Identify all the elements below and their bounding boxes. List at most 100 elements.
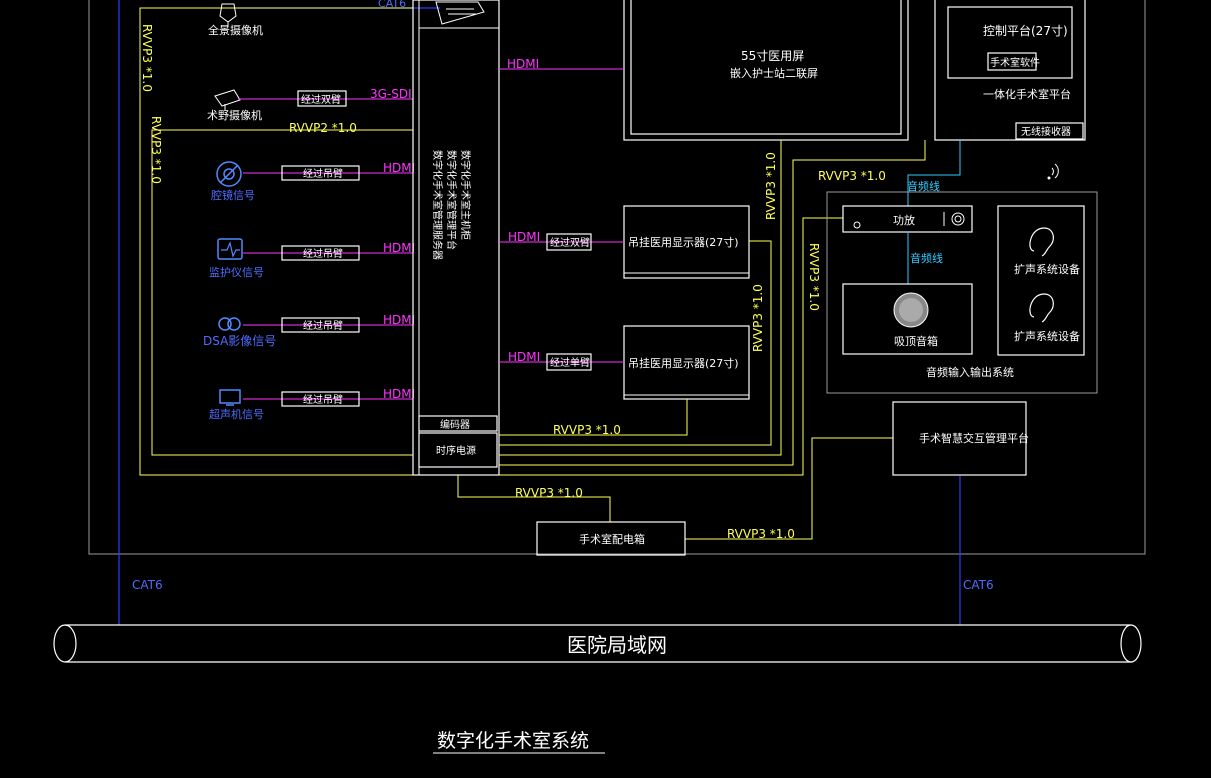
rvvp-label-audio: RVVP3 *1.0	[807, 243, 821, 311]
rvvp-screen55	[499, 140, 782, 456]
cat6-label-left: CAT6	[132, 578, 163, 592]
hdmi-label-hanging1: HDMI	[508, 230, 540, 244]
audio-system-label: 音频输入输出系统	[926, 365, 1014, 379]
hdmi-label-dsa: HDMI	[383, 313, 415, 327]
cat6-label-right: CAT6	[963, 578, 994, 592]
rvvp-label-hanging1: RVVP3 *1.0	[751, 284, 765, 352]
hanging-display-2-label: 吊挂医用显示器(27寸)	[628, 356, 739, 370]
rvvp-power-box	[457, 475, 611, 522]
hospital-lan-label: 医院局域网	[567, 633, 667, 657]
single-arm-box	[546, 353, 592, 371]
rvvp-label-hanging2: RVVP3 *1.0	[553, 423, 621, 437]
screen-55-inner	[630, 0, 902, 135]
rvvp-label-screen55: RVVP3 *1.0	[764, 152, 778, 220]
panorama-camera-icon	[219, 3, 237, 27]
hanging-display-1-label: 吊挂医用显示器(27寸)	[628, 235, 739, 249]
hdmi-label-endoscope: HDMI	[383, 161, 415, 175]
panorama-camera-label: 全景摄像机	[208, 23, 263, 37]
hdmi-label-screen55: HDMI	[507, 57, 539, 71]
hdmi-label-hanging2: HDMI	[508, 350, 540, 364]
patient-monitor-icon	[217, 238, 243, 260]
split-box-dsa	[281, 317, 360, 333]
encoder-label: 编码器	[440, 418, 470, 431]
audio-line-label-speaker: 音频线	[910, 251, 943, 265]
hearing-icon-1	[1029, 227, 1054, 257]
rvvp-integrated	[499, 140, 926, 466]
ultrasound-label: 超声机信号	[209, 407, 264, 421]
cat6-label-top: CAT6	[378, 0, 406, 10]
split-label-dsa: 经过吊臂	[303, 319, 343, 332]
interaction-platform-box	[892, 401, 1027, 476]
sdi-label: 3G-SDI	[370, 87, 412, 101]
hdmi-label-monitor: HDMI	[383, 241, 415, 255]
pa-system-box	[997, 205, 1085, 356]
speaker-icon	[893, 292, 929, 328]
ceiling-speaker-label: 吸顶音箱	[894, 334, 938, 348]
rvvp-left-loop	[139, 7, 413, 476]
split-label-endoscope: 经过吊臂	[303, 167, 343, 180]
sequencer-box	[418, 432, 498, 468]
encoder-box	[418, 415, 498, 432]
rvvp-interaction	[685, 437, 893, 540]
hdmi-label-ultrasound: HDMI	[383, 387, 415, 401]
server-line-1: 数字化手术室管理服务器	[431, 150, 444, 260]
split-box-ultrasound	[281, 391, 360, 407]
network-switch-icon	[435, 1, 485, 25]
surgical-camera-label: 术野摄像机	[207, 108, 262, 122]
software-box	[987, 52, 1037, 71]
interaction-platform-label: 手术智慧交互管理平台	[919, 431, 1029, 445]
screen-55-line1: 55寸医用屏	[741, 49, 804, 63]
split-dual-label: 经过双臂	[301, 93, 341, 106]
endoscope-icon	[216, 161, 242, 187]
rvvp2-label: RVVP2 *1.0	[289, 121, 357, 135]
endoscope-label: 腔镜信号	[211, 188, 255, 202]
server-line-2: 数字化手术室管理平台	[445, 150, 458, 250]
sequencer-label: 时序电源	[436, 444, 476, 457]
split-box-monitor	[281, 245, 360, 261]
ultrasound-icon	[219, 389, 241, 406]
screen-55-line2: 嵌入护士站二联屏	[730, 66, 818, 80]
pa-device-2-label: 扩声系统设备	[1014, 329, 1080, 343]
wifi-icon	[1047, 163, 1059, 180]
pa-device-1-label: 扩声系统设备	[1014, 262, 1080, 276]
rvvp-label-integrated: RVVP3 *1.0	[818, 169, 886, 183]
room-enclosure	[88, 0, 1146, 555]
software-label: 手术室软件	[990, 56, 1040, 69]
integrated-platform-box	[934, 0, 1086, 141]
split-box-endoscope	[281, 165, 360, 181]
hospital-lan-bar	[53, 624, 1142, 663]
audio-system-enclosure	[826, 191, 1098, 394]
control-platform-title: 控制平台(27寸)	[983, 23, 1068, 38]
rvvp-left-inner	[151, 129, 413, 456]
rvvp-audio	[499, 217, 843, 476]
audio-line-top	[907, 140, 961, 206]
rvvp-label-left-2: RVVP3 *1.0	[149, 116, 163, 184]
rvvp-hanging1	[499, 240, 772, 446]
control-platform-screen	[947, 6, 1073, 79]
split-dual-box	[297, 90, 347, 107]
split-label-ultrasound: 经过吊臂	[303, 393, 343, 406]
surgical-camera-icon	[214, 89, 241, 110]
amplifier-label: 功放	[893, 213, 915, 227]
dsa-icon	[218, 317, 241, 331]
integrated-platform-label: 一体化手术室平台	[983, 87, 1071, 101]
wireless-receiver-label: 无线接收器	[1021, 125, 1071, 138]
monitor-label: 监护仪信号	[209, 265, 264, 279]
server-line-3: 数字化手术室主机柜	[459, 150, 472, 240]
rvvp-label-left-1: RVVP3 *1.0	[140, 24, 154, 92]
dual-arm-label: 经过双臂	[550, 236, 590, 249]
audio-line-label-top: 音频线	[907, 179, 940, 193]
dsa-label: DSA影像信号	[203, 334, 276, 348]
single-arm-label: 经过单臂	[550, 356, 590, 369]
diagram-title: 数字化手术室系统	[437, 730, 589, 752]
split-label-monitor: 经过吊臂	[303, 247, 343, 260]
power-box-label: 手术室配电箱	[579, 532, 645, 546]
power-box	[536, 521, 686, 556]
hearing-icon-2	[1029, 293, 1054, 323]
rvvp-label-interaction: RVVP3 *1.0	[727, 527, 795, 541]
rvvp-hanging2	[499, 399, 688, 436]
server-cabinet	[412, 0, 500, 476]
wireless-receiver-box	[1015, 122, 1084, 140]
rvvp-label-power-box: RVVP3 *1.0	[515, 486, 583, 500]
